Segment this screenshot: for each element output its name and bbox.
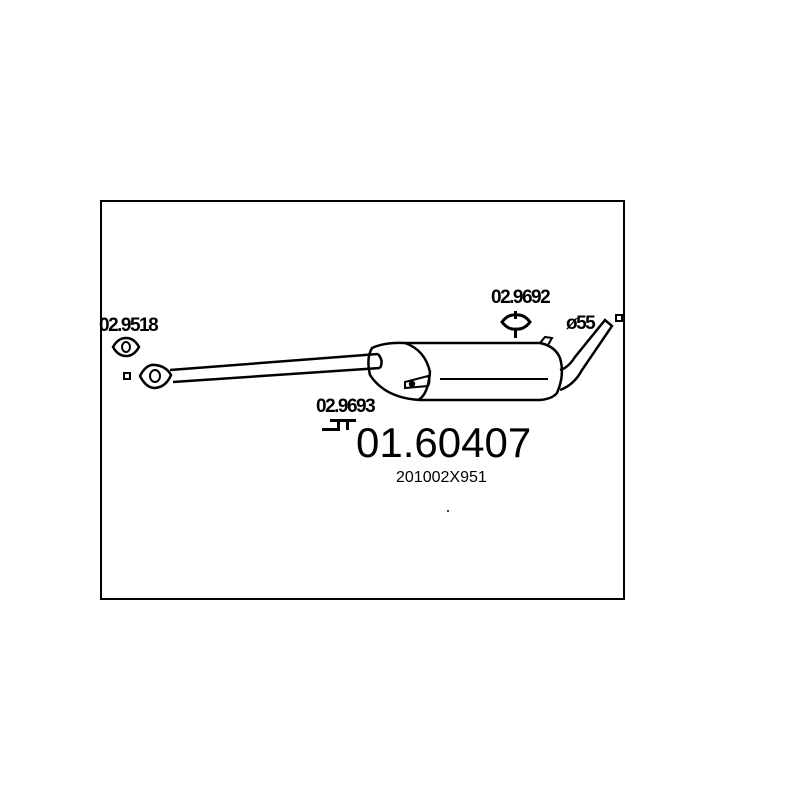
rear-muffler [367, 335, 564, 402]
part-number: 01.60407 [356, 419, 531, 466]
gasket-icon [111, 336, 141, 358]
rubber-hanger-icon [500, 311, 532, 338]
bracket-label: 02.9693 [316, 396, 375, 417]
mounting-bracket-icon [322, 419, 356, 431]
dot-mark [447, 510, 449, 512]
connection-square-icon [123, 372, 131, 380]
diameter-label: ø55 [566, 313, 596, 334]
connection-square-icon [615, 314, 623, 322]
tailpipe [559, 318, 614, 392]
diagram-frame [100, 200, 625, 600]
gasket-label: 02.9518 [99, 315, 158, 336]
oem-reference: 201002X951 [396, 469, 487, 486]
hanger-label: 02.9692 [491, 287, 550, 308]
front-pipe [138, 352, 383, 390]
